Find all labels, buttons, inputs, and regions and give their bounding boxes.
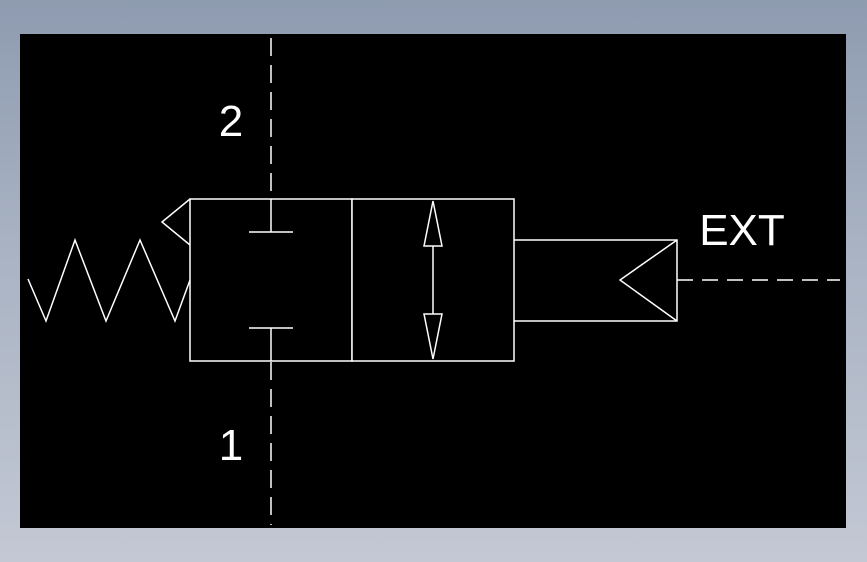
left-pilot-triangle-icon xyxy=(160,198,191,246)
pilot-triangle-icon xyxy=(618,239,678,322)
flow-arrow-down-icon xyxy=(423,313,443,360)
port-2-label: 2 xyxy=(219,97,243,146)
spring-icon xyxy=(27,237,191,324)
port-1-label: 1 xyxy=(219,421,243,470)
external-label: EXT xyxy=(699,206,785,255)
pilot-actuator-box xyxy=(514,239,678,322)
flow-arrow-up-icon xyxy=(423,200,443,247)
